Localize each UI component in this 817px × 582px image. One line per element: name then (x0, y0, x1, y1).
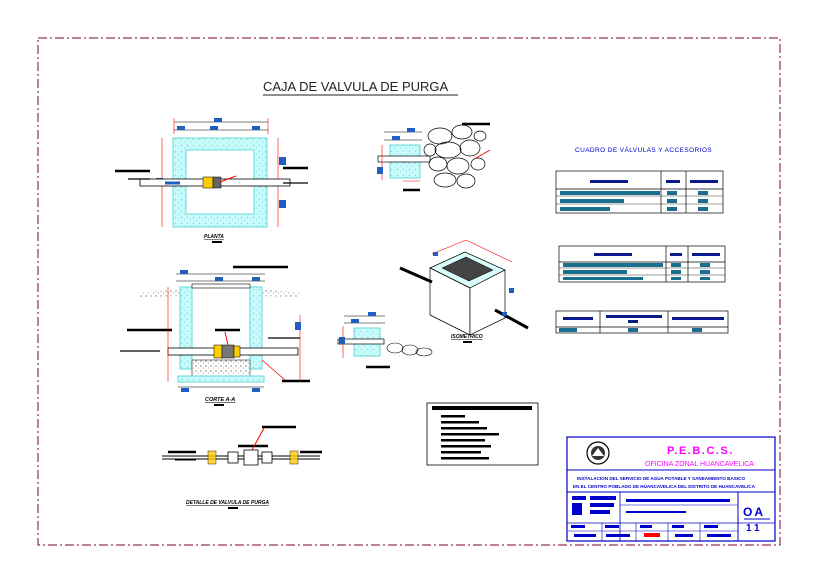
section-gravel (191, 359, 251, 377)
plan-view: PLANTA (115, 118, 308, 243)
iso-label: ISOMETRICO (451, 334, 483, 340)
sheet-code: OA (743, 505, 765, 519)
drawing-title: CAJA DE VALVULA DE PURGA (263, 79, 449, 94)
sheet-frame (37, 37, 781, 546)
valve-detail: DETALLE DE VALVULA DE PURGA (162, 425, 322, 509)
valves-table-3 (555, 310, 729, 334)
office-name: OFICINA ZONAL HUANCAVELICA (645, 461, 754, 468)
table-title: CUADRO DE VÁLVULAS Y ACCESORIOS (575, 145, 712, 154)
outlet-section-small (337, 312, 433, 369)
notes-box (426, 402, 539, 466)
project-line-1: INSTALACION DEL SERVICIO DE AGUA POTABLE… (577, 476, 745, 481)
valves-table-1 (555, 170, 724, 214)
valves-table-2 (558, 245, 726, 283)
purge-outlet-detail (377, 122, 491, 192)
detail-label: DETALLE DE VALVULA DE PURGA (186, 500, 269, 506)
sheet-number: 11 (746, 523, 763, 534)
section-wall-left (179, 286, 193, 370)
project-line-2: EN EL CENTRO POBLADO DE HUANCAVELICA DEL… (573, 484, 756, 489)
isometric-view: ISOMETRICO (399, 239, 529, 343)
title-block: P.E.B.C.S. OFICINA ZONAL HUANCAVELICA IN… (566, 436, 776, 542)
section-wall-right (249, 286, 263, 370)
plan-label: PLANTA (204, 234, 224, 240)
section-view: CORTE A-A (120, 265, 310, 406)
section-label: CORTE A-A (205, 397, 235, 403)
org-name: P.E.B.C.S. (667, 445, 734, 457)
agency-logo (586, 441, 610, 465)
